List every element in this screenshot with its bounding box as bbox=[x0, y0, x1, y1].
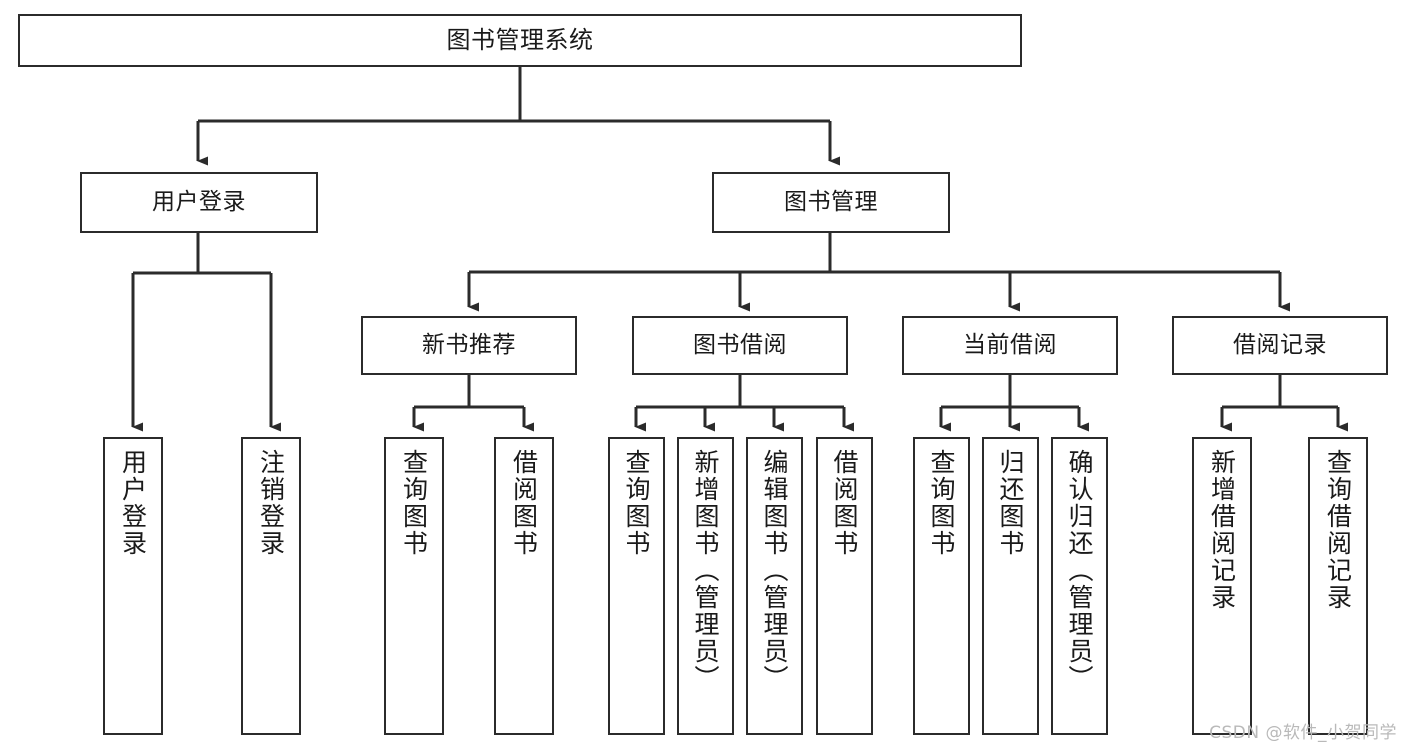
leaf-label: 查询借阅记录 bbox=[1323, 449, 1353, 611]
node-book-management[interactable]: 图书管理 bbox=[712, 172, 950, 233]
leaf-record-add-borrow-record[interactable]: 新增借阅记录 bbox=[1192, 437, 1252, 735]
leaf-borrow-add-book-admin[interactable]: 新增图书（管理员） bbox=[677, 437, 734, 735]
leaf-borrow-query-book[interactable]: 查询图书 bbox=[608, 437, 665, 735]
leaf-new-book-query-book[interactable]: 查询图书 bbox=[384, 437, 444, 735]
leaf-label: 借阅图书 bbox=[509, 449, 539, 557]
leaf-current-query-book[interactable]: 查询图书 bbox=[913, 437, 970, 735]
node-borrow-record-label: 借阅记录 bbox=[1233, 331, 1327, 358]
node-root-book-management-system[interactable]: 图书管理系统 bbox=[18, 14, 1022, 67]
leaf-new-book-borrow-book[interactable]: 借阅图书 bbox=[494, 437, 554, 735]
leaf-label: 确认归还（管理员） bbox=[1065, 449, 1094, 692]
leaf-label: 查询图书 bbox=[927, 449, 956, 557]
leaf-borrow-borrow-book[interactable]: 借阅图书 bbox=[816, 437, 873, 735]
leaf-user-login-logout[interactable]: 注销登录 bbox=[241, 437, 301, 735]
node-root-label: 图书管理系统 bbox=[446, 26, 594, 55]
leaf-label: 注销登录 bbox=[256, 449, 286, 557]
node-book-management-label: 图书管理 bbox=[784, 188, 878, 215]
leaf-label: 借阅图书 bbox=[830, 449, 859, 557]
node-book-borrow-label: 图书借阅 bbox=[693, 331, 787, 358]
leaf-user-login-login[interactable]: 用户登录 bbox=[103, 437, 163, 735]
leaf-label: 查询图书 bbox=[622, 449, 651, 557]
leaf-current-return-book[interactable]: 归还图书 bbox=[982, 437, 1039, 735]
node-book-borrow[interactable]: 图书借阅 bbox=[632, 316, 848, 375]
leaf-label: 查询图书 bbox=[399, 449, 429, 557]
leaf-borrow-edit-book-admin[interactable]: 编辑图书（管理员） bbox=[746, 437, 803, 735]
leaf-label: 用户登录 bbox=[118, 449, 148, 557]
node-user-login[interactable]: 用户登录 bbox=[80, 172, 318, 233]
leaf-label: 编辑图书（管理员） bbox=[760, 449, 789, 692]
node-current-borrow[interactable]: 当前借阅 bbox=[902, 316, 1118, 375]
leaf-record-query-borrow-record[interactable]: 查询借阅记录 bbox=[1308, 437, 1368, 735]
leaf-current-confirm-return-admin[interactable]: 确认归还（管理员） bbox=[1051, 437, 1108, 735]
node-borrow-record[interactable]: 借阅记录 bbox=[1172, 316, 1388, 375]
leaf-label: 新增图书（管理员） bbox=[691, 449, 720, 692]
node-user-login-label: 用户登录 bbox=[152, 188, 246, 215]
leaf-label: 归还图书 bbox=[996, 449, 1025, 557]
leaf-label: 新增借阅记录 bbox=[1207, 449, 1237, 611]
node-new-book-recommend-label: 新书推荐 bbox=[422, 331, 516, 358]
node-current-borrow-label: 当前借阅 bbox=[963, 331, 1057, 358]
node-new-book-recommend[interactable]: 新书推荐 bbox=[361, 316, 577, 375]
